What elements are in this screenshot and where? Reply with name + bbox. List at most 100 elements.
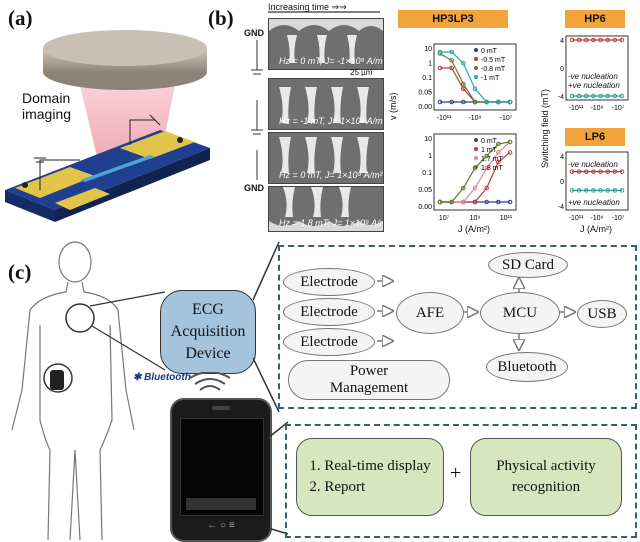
legend-label: -0.8 mT <box>481 66 506 73</box>
data-point <box>507 99 513 105</box>
data-point <box>472 86 478 92</box>
data-point <box>605 188 611 193</box>
lp6-neg-nucleation: -ve nucleation <box>568 160 618 169</box>
j-axis-label-right: J (A/m²) <box>580 224 612 234</box>
y-tick-label: 0.1 <box>422 170 432 177</box>
data-point <box>598 93 603 99</box>
electrode-2: Electrode <box>283 298 375 326</box>
data-point <box>569 169 575 174</box>
data-point <box>484 153 489 159</box>
series-line <box>440 51 510 103</box>
data-point <box>605 37 611 43</box>
data-point <box>576 37 582 43</box>
y-tick-label: 1 <box>428 61 432 68</box>
y-tick-label: 0 <box>560 179 564 186</box>
panel-c-label: (c) <box>8 260 32 284</box>
ecg-system-diagram <box>278 245 637 409</box>
data-point <box>612 37 618 43</box>
y-tick-label: 1 <box>428 153 432 160</box>
tab-lp6: LP6 <box>565 128 625 146</box>
y-tick-label: 10 <box>424 46 432 53</box>
legend-label: -0.5 mT <box>481 57 506 64</box>
data-point <box>461 60 466 66</box>
y-tick-label: 0 <box>560 66 564 73</box>
plus-sign: + <box>450 462 462 484</box>
tab-hp6: HP6 <box>565 10 625 28</box>
data-point <box>496 199 501 205</box>
time-arrow <box>268 11 380 13</box>
domain-image-1: Hz = 0 mT, J= -1×10⁹ A/m² <box>268 18 384 70</box>
x-tick-label: -10⁷ <box>612 215 625 222</box>
data-point <box>449 49 454 55</box>
tab-hp3lp3: HP3LP3 <box>398 10 508 28</box>
ecg-acquisition-device: ECG Acquisition Device <box>160 290 256 374</box>
data-point <box>437 199 443 205</box>
legend-marker <box>474 147 478 151</box>
x-tick-label: 10⁷ <box>439 215 450 222</box>
x-tick-label: -10⁷ <box>612 105 625 112</box>
data-point <box>619 37 625 43</box>
legend-marker <box>474 75 478 79</box>
electrode-1: Electrode <box>283 268 375 296</box>
data-point <box>619 93 625 99</box>
data-point <box>449 58 454 63</box>
data-point <box>576 93 582 99</box>
domain-imaging-label: Domain imaging <box>22 90 72 122</box>
domain-image-3-caption: Hz = 0 mT, J= 1×10⁹ A/m² <box>279 170 383 180</box>
data-point <box>591 37 596 43</box>
data-point <box>591 188 596 193</box>
data-point <box>496 159 501 165</box>
data-point <box>437 99 443 105</box>
power-management-block: Power Management <box>288 360 450 400</box>
data-point <box>583 93 589 99</box>
data-point <box>605 93 611 99</box>
legend-marker <box>474 57 478 61</box>
legend-label: 1.8 mT <box>481 165 504 172</box>
scale-bar-label: 25 µm <box>350 68 373 77</box>
wireless-waves-icon <box>190 372 230 391</box>
domain-image-4-caption: Hz = 1.8 mT, J= 1×10⁹ A/m² <box>279 218 384 228</box>
data-point <box>449 99 454 105</box>
phone-zoom-connectors <box>268 421 289 535</box>
v-axis-label: v (m/s) <box>388 92 398 121</box>
increasing-time-text: Increasing time <box>268 2 330 12</box>
data-point <box>484 185 489 191</box>
zoom-lines <box>43 291 166 393</box>
x-tick-label: -10⁹ <box>468 115 481 122</box>
smartphone: ← ○ ≡ <box>170 398 272 542</box>
legend-marker <box>474 138 478 142</box>
sd-card-block: SD Card <box>488 252 568 278</box>
mcu-block: MCU <box>480 292 560 334</box>
increasing-time-label: Increasing time ⇒⇒ <box>268 2 347 13</box>
domain-image-4: Hz = 1.8 mT, J= 1×10⁹ A/m² <box>268 186 384 232</box>
data-point <box>583 37 589 43</box>
data-point <box>619 169 625 174</box>
phone-nav-icons: ← ○ ≡ <box>207 520 235 531</box>
data-point <box>461 86 466 92</box>
legend-label: 1.7 mT <box>481 156 504 163</box>
data-point <box>437 65 443 71</box>
x-tick-label: -10⁹ <box>590 215 603 222</box>
data-point <box>472 99 478 105</box>
x-tick-label: -10¹¹ <box>569 215 584 222</box>
data-point <box>496 150 501 155</box>
physical-activity-box: Physical activity recognition <box>470 438 622 516</box>
legend-marker <box>474 48 478 52</box>
panel-a-label: (a) <box>8 6 33 30</box>
circuit-symbols <box>251 40 263 180</box>
data-point <box>569 93 575 99</box>
legend-label: 0 mT <box>481 138 498 145</box>
data-point <box>598 188 603 193</box>
data-point <box>461 99 466 105</box>
data-point <box>569 37 575 43</box>
data-point <box>598 169 603 174</box>
hp6-neg-nucleation: -ve nucleation <box>568 72 618 81</box>
legend-label: 0 mT <box>481 48 498 55</box>
data-point <box>484 99 489 105</box>
human-body-outline <box>11 241 135 540</box>
x-tick-label: -10¹¹ <box>437 115 452 122</box>
data-point <box>461 81 466 87</box>
data-point <box>507 199 513 205</box>
